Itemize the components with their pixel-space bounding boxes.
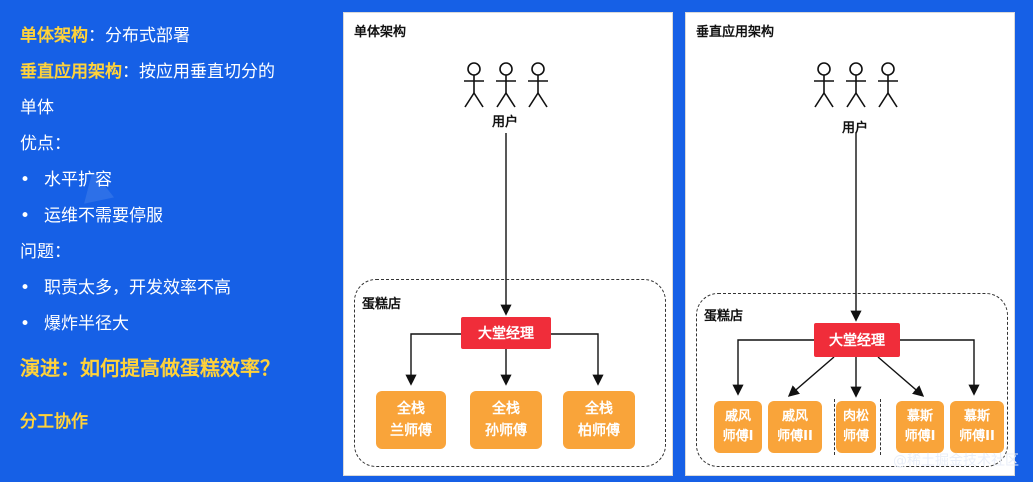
group-divider <box>880 399 881 455</box>
chef-box: 戚风师傅I <box>714 401 762 453</box>
pros-title: 优点： <box>20 134 71 154</box>
shop-label: 蛋糕店 <box>704 309 744 324</box>
left-text-column: 单体架构：分布式部署 垂直应用架构：按应用垂直切分的 单体 优点： •水平扩容 … <box>20 18 340 440</box>
chef-box: 全栈兰师傅 <box>376 391 446 449</box>
users-label: 用户 <box>492 115 519 130</box>
division-heading: 分工协作 <box>20 412 88 432</box>
cake-shop-boundary <box>354 279 666 467</box>
vertical-term: 垂直应用架构 <box>20 62 122 82</box>
chef-box: 慕斯师傅I <box>896 401 944 453</box>
cons-item: •爆炸半径大 <box>20 314 129 334</box>
chef-box: 戚风师傅II <box>768 401 822 453</box>
users-label: 用户 <box>842 121 869 136</box>
pros-item: •水平扩容 <box>20 170 112 190</box>
line-monolith: 单体架构：分布式部署 <box>20 18 340 54</box>
chef-box: 慕斯师傅II <box>950 401 1004 453</box>
vertical-desc: ：按应用垂直切分的 <box>122 62 275 82</box>
monolith-desc: ：分布式部署 <box>88 26 190 46</box>
manager-box: 大堂经理 <box>461 317 551 349</box>
panel-monolith: 单体架构 用户 蛋糕 <box>343 12 673 476</box>
line-monolith-cont: 单体 <box>20 98 54 118</box>
site-watermark: @稀土掘金技术社区 <box>893 453 1019 469</box>
panel-title: 单体架构 <box>354 25 407 40</box>
evolve-heading: 演进：如何提高做蛋糕效率？ <box>20 356 280 380</box>
manager-box: 大堂经理 <box>814 323 900 357</box>
user-stick-figures <box>814 62 898 108</box>
line-vertical: 垂直应用架构：按应用垂直切分的 <box>20 54 340 90</box>
cons-item: •职责太多，开发效率不高 <box>20 278 231 298</box>
panel-title: 垂直应用架构 <box>696 25 775 40</box>
panel-vertical: 垂直应用架构 用户 <box>685 12 1015 476</box>
panel2-connectors <box>732 62 980 398</box>
chef-box: 全栈柏师傅 <box>563 391 635 449</box>
user-stick-figures <box>464 62 548 108</box>
cake-shop-boundary <box>696 293 1008 467</box>
cons-title: 问题： <box>20 242 71 262</box>
group-divider <box>834 399 835 455</box>
panel1-connectors <box>405 62 604 386</box>
chef-box: 全栈孙师傅 <box>470 391 542 449</box>
shop-label: 蛋糕店 <box>362 297 402 312</box>
chef-box: 肉松师傅 <box>836 401 876 453</box>
pros-item: •运维不需要停服 <box>20 206 163 226</box>
monolith-term: 单体架构 <box>20 26 88 46</box>
